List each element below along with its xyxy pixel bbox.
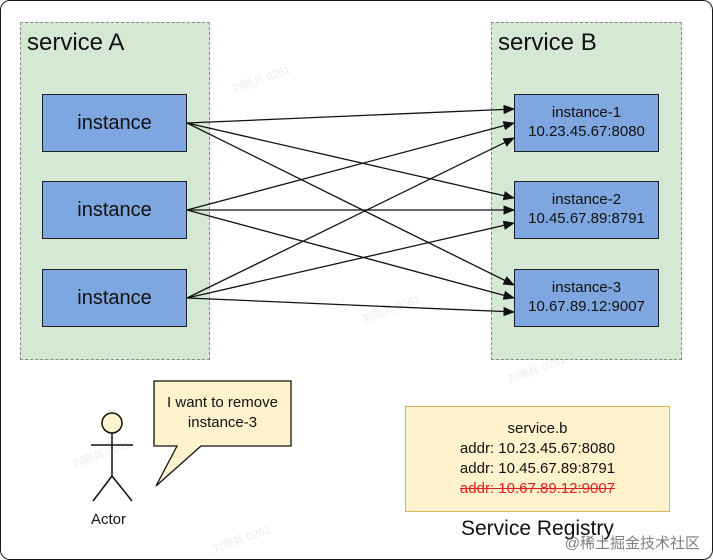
service-a-instance-1[interactable]: instance bbox=[42, 94, 187, 152]
instance-label: instance bbox=[77, 198, 152, 221]
registry-service-name: service.b bbox=[507, 419, 568, 437]
instance-name: instance-2 bbox=[551, 191, 622, 209]
speech-callout bbox=[153, 380, 292, 487]
instance-label: instance bbox=[77, 286, 152, 309]
actor-label: Actor bbox=[91, 511, 127, 528]
connection-arrow bbox=[186, 137, 516, 299]
instance-addr: 10.67.89.12:9007 bbox=[528, 298, 645, 315]
connection-arrow bbox=[186, 121, 516, 211]
connection-arrow bbox=[186, 220, 516, 299]
instance-name: instance-3 bbox=[551, 279, 622, 297]
service-b-instance-2[interactable]: instance-2 10.45.67.89:8791 bbox=[514, 181, 659, 239]
connection-arrow bbox=[186, 122, 516, 201]
connection-arrow bbox=[186, 209, 516, 300]
connection-arrow bbox=[186, 297, 516, 317]
instance-name: instance-1 bbox=[551, 104, 622, 122]
speech-callout-text: I want to remove instance-3 bbox=[154, 393, 291, 432]
actor-figure bbox=[91, 412, 133, 502]
speech-line-1: I want to remove bbox=[167, 394, 278, 411]
instance-label: instance bbox=[77, 111, 152, 134]
service-registry-label: Service Registry bbox=[461, 517, 614, 540]
service-a-instance-2[interactable]: instance bbox=[42, 181, 187, 239]
instance-addr: 10.45.67.89:8791 bbox=[528, 210, 645, 227]
instance-addr: 10.23.45.67:8080 bbox=[528, 123, 645, 140]
service-b-instance-1[interactable]: instance-1 10.23.45.67:8080 bbox=[514, 94, 659, 152]
service-a-instance-3[interactable]: instance bbox=[42, 269, 187, 327]
connection-arrow bbox=[186, 104, 516, 124]
service-b-instance-3[interactable]: instance-3 10.67.89.12:9007 bbox=[514, 269, 659, 327]
registry-entry: addr: 10.23.45.67:8080 bbox=[459, 439, 616, 457]
connection-arrow bbox=[186, 122, 516, 286]
registry-entry: addr: 10.45.67.89:8791 bbox=[459, 460, 616, 477]
site-watermark: @稀土掘金技术社区 bbox=[564, 535, 700, 552]
service-a-title: service A bbox=[27, 29, 125, 56]
service-b-title: service B bbox=[498, 29, 597, 56]
speech-line-2: instance-3 bbox=[187, 413, 258, 431]
registry-entry-removed: addr: 10.67.89.12:9007 bbox=[459, 480, 616, 498]
service-registry-box: service.b addr: 10.23.45.67:8080 addr: 1… bbox=[405, 406, 670, 512]
